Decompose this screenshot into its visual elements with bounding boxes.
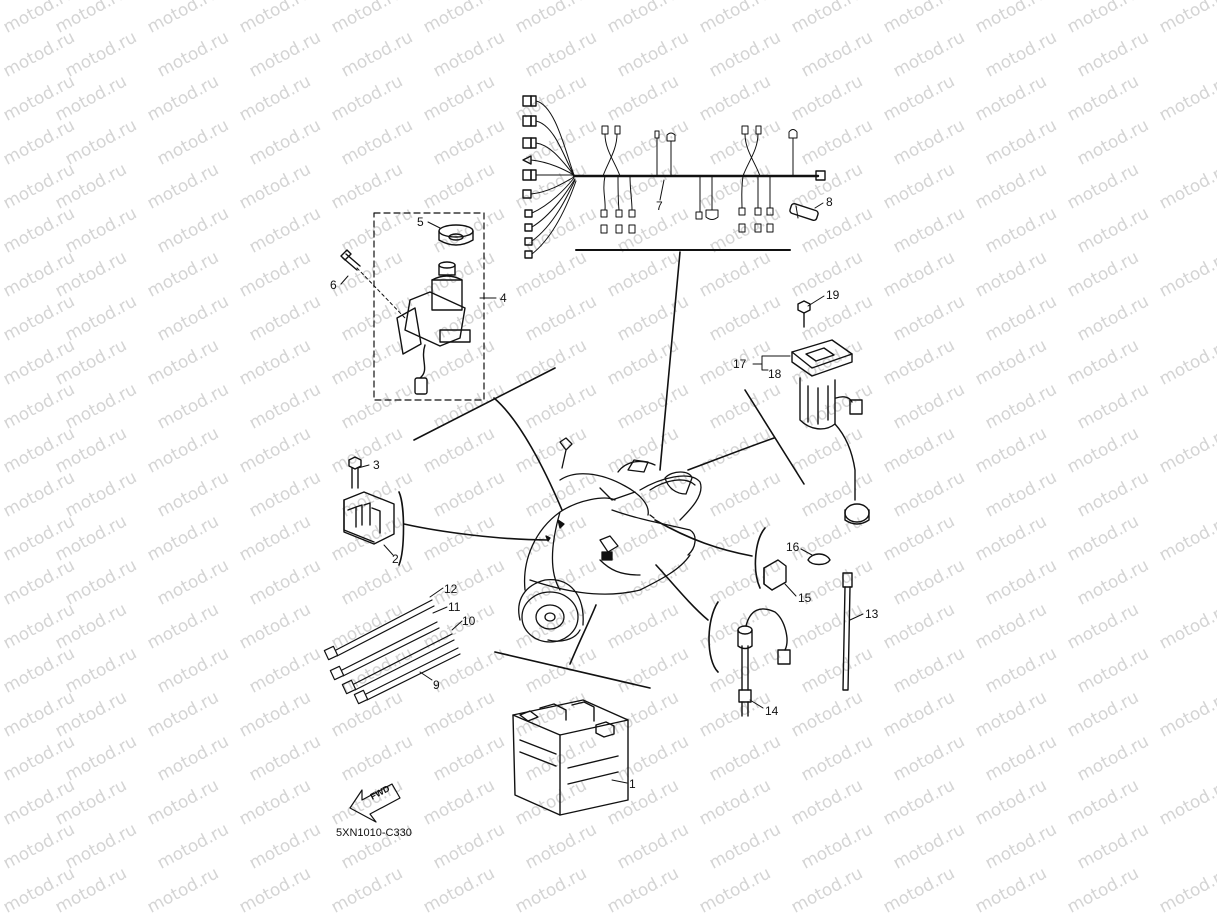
callout-2: 2 [392, 552, 399, 566]
harness-left-connectors [522, 95, 537, 259]
callout-18: 18 [768, 367, 782, 381]
callout-7: 7 [656, 199, 663, 213]
rectifier-regulator [343, 456, 395, 545]
leader-lines [398, 251, 805, 689]
callout-14: 14 [765, 704, 779, 718]
screw-6 [340, 249, 406, 319]
callout-1: 1 [629, 777, 636, 791]
drawing-code: 5XN1010-C330 [336, 827, 412, 839]
switch-cap [438, 224, 474, 246]
fwd-arrow [349, 783, 401, 823]
callout-9: 9 [433, 678, 440, 692]
harness-fan-wires [530, 100, 577, 255]
callout-6: 6 [330, 278, 337, 292]
main-switch [396, 261, 471, 395]
fuse [789, 202, 819, 222]
sensor [737, 608, 791, 717]
callout-3: 3 [373, 458, 380, 472]
callout-16: 16 [786, 540, 800, 554]
harness-branch-b [738, 125, 798, 233]
callout-11: 11 [448, 600, 461, 614]
scooter-illustration [518, 437, 702, 643]
relay [763, 559, 787, 591]
battery [512, 699, 629, 816]
cable-ties-9-12 [323, 599, 461, 705]
callout-19: 19 [826, 288, 840, 302]
callout-12: 12 [444, 582, 458, 596]
cable-tie-13 [842, 572, 853, 691]
callout-17: 17 [733, 357, 747, 371]
callout-5: 5 [417, 215, 424, 229]
callout-15: 15 [798, 591, 812, 605]
clip [807, 553, 831, 566]
callout-8: 8 [826, 195, 833, 209]
callout-4: 4 [500, 291, 507, 305]
wire-harness [522, 95, 826, 259]
callout-leaders [340, 179, 864, 784]
callout-10: 10 [462, 614, 476, 628]
harness-branch-a [600, 125, 719, 234]
fuel-sender-unit [791, 300, 870, 525]
callout-13: 13 [865, 607, 879, 621]
main-switch-box [373, 212, 485, 401]
